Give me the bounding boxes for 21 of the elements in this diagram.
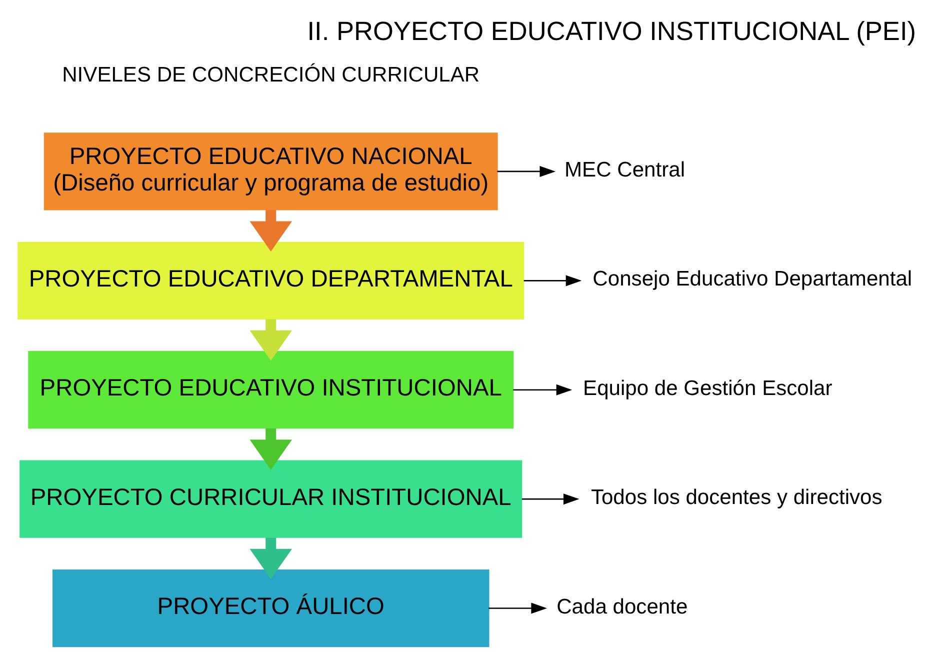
node-text: Consejo Educativo Departamental: [592, 268, 912, 291]
arrow: [497, 166, 556, 177]
arrow: [250, 538, 292, 580]
node-text: Equipo de Gestión Escolar: [583, 376, 832, 400]
node-text: Cada docente: [556, 595, 688, 618]
arrow: [250, 319, 292, 361]
node-box: PROYECTO EDUCATIVO DEPARTAMENTAL: [18, 242, 524, 320]
label: NIVELES DE CONCRECIÓN CURRICULAR: [62, 64, 480, 87]
node-box: PROYECTO EDUCATIVO NACIONAL (Diseño curricular y programa de estudio): [44, 132, 498, 210]
arrow: [522, 494, 580, 505]
arrow: [513, 384, 572, 396]
arrow: [250, 210, 292, 252]
arrow: [250, 428, 292, 470]
node-text: MEC Central: [564, 158, 686, 182]
node-box: PROYECTO ÁULICO: [52, 569, 490, 648]
diagram-title: II. PROYECTO EDUCATIVO INSTITUCIONAL (PEI): [307, 16, 916, 46]
node-box: PROYECTO EDUCATIVO INSTITUCIONAL: [28, 351, 514, 429]
node-text: Todos los docentes y directivos: [590, 486, 882, 510]
arrow: [524, 275, 582, 286]
node-box: PROYECTO CURRICULAR INSTITUCIONAL: [20, 460, 522, 538]
arrow: [488, 602, 547, 614]
